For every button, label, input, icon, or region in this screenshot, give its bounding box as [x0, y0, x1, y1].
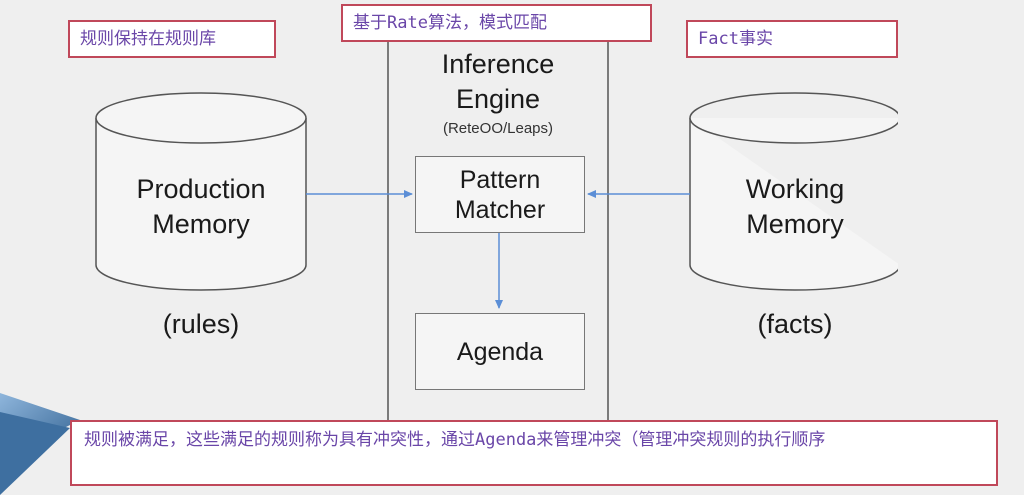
engine-title-line1: Inference: [441, 49, 555, 79]
engine-title-line2: Engine: [455, 84, 541, 114]
note-agenda-explanation: 规则被满足，这些满足的规则称为具有冲突性，通过Agenda来管理冲突（管理冲突规…: [70, 420, 998, 486]
agenda-label: Agenda: [456, 337, 544, 366]
working-memory-label: Working Memory: [690, 172, 900, 242]
pattern-matcher-line2: Matcher: [454, 195, 546, 224]
note-fact: Fact事实: [686, 20, 898, 58]
production-memory-label: Production Memory: [96, 172, 306, 242]
production-memory-caption: (rules): [162, 309, 240, 339]
working-memory-cylinder: [689, 80, 918, 310]
working-memory-caption: (facts): [757, 309, 833, 339]
engine-subtitle: (ReteOO/Leaps): [442, 120, 554, 137]
note-rete-algorithm: 基于Rate算法，模式匹配: [341, 4, 652, 42]
note-rules-library: 规则保持在规则库: [68, 20, 276, 58]
working-memory-line1: Working: [745, 174, 845, 204]
production-memory-line2: Memory: [152, 209, 250, 239]
engine-title: Inference Engine: [400, 47, 596, 117]
working-memory-line2: Memory: [746, 209, 844, 239]
agenda-box: Agenda: [415, 313, 585, 390]
pattern-matcher-box: Pattern Matcher: [415, 156, 585, 233]
production-memory-cylinder: [95, 92, 307, 291]
pattern-matcher-line1: Pattern: [459, 165, 541, 194]
slide-corner-decoration-dark: [0, 412, 70, 495]
production-memory-line1: Production: [136, 174, 266, 204]
